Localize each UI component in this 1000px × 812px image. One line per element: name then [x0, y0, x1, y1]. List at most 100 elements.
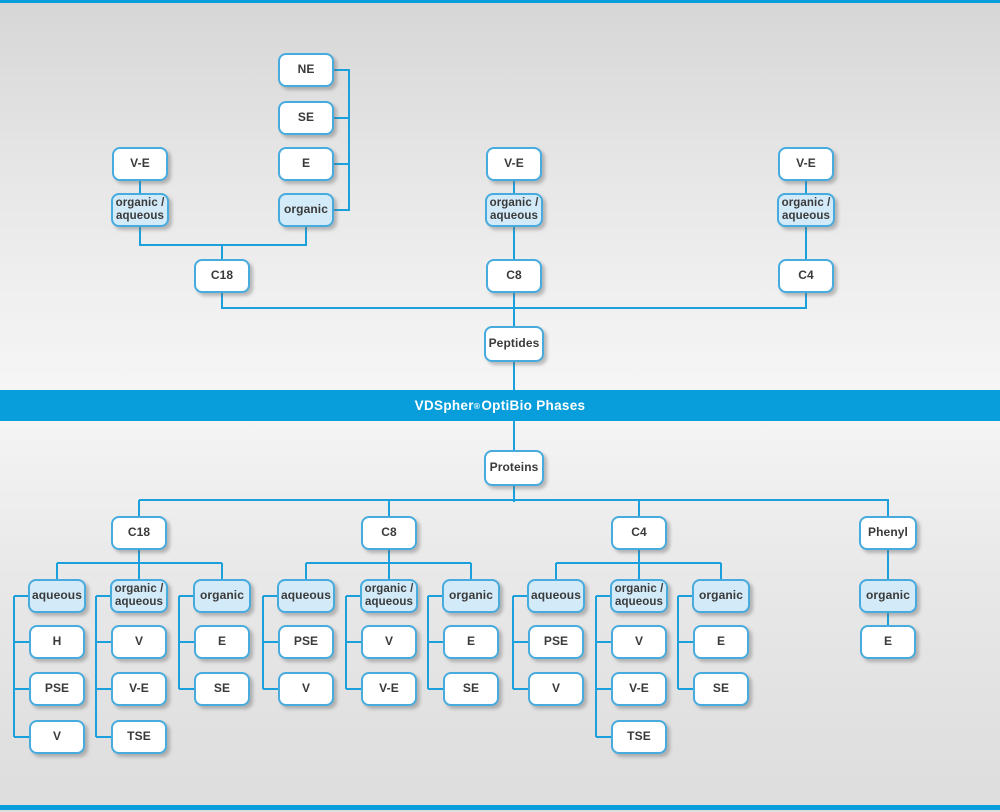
node-label-line: organic / [489, 197, 539, 210]
node-pro-c8-aq-v: V [278, 672, 334, 706]
connector-line [887, 500, 889, 643]
node-label-line: organic / [614, 583, 664, 596]
node-pro-c18-aq-v: V [29, 720, 85, 754]
connector-line [14, 736, 34, 738]
connector-line [14, 641, 34, 643]
connector-line [348, 70, 350, 210]
node-pep-c8-ve: V-E [486, 147, 542, 181]
connector-line [263, 688, 283, 690]
connector-line [346, 641, 366, 643]
node-label-line: aqueous [490, 210, 538, 222]
node-pro-c18-organic: organic [193, 579, 251, 613]
node-pro-c18-aqueous: aqueous [28, 579, 86, 613]
connector-line [95, 596, 97, 737]
connector-line [513, 688, 533, 690]
node-pro-c4-organic: organic [692, 579, 750, 613]
node-pro-c4-or-se: SE [693, 672, 749, 706]
connector-line [139, 244, 307, 246]
node-top-se: SE [278, 101, 334, 135]
connector-line [179, 688, 199, 690]
connector-line [305, 210, 307, 246]
node-pro-c4-oa-tse: TSE [611, 720, 667, 754]
node-pro-c4-or-e: E [693, 625, 749, 659]
node-pro-c8-or-e: E [443, 625, 499, 659]
node-pro-c8-aq-pse: PSE [278, 625, 334, 659]
connector-line [14, 688, 34, 690]
connector-line [556, 562, 721, 564]
node-pep-c4-ve: V-E [778, 147, 834, 181]
connector-line [428, 688, 448, 690]
node-pep-c18-ve: V-E [112, 147, 168, 181]
node-pro-c18-or-se: SE [194, 672, 250, 706]
connector-line [638, 533, 640, 597]
node-pro-c8-or-se: SE [443, 672, 499, 706]
node-proteins: Proteins [484, 450, 544, 486]
node-pro-c8-orgaq: organic /aqueous [360, 579, 418, 613]
connector-line [330, 209, 350, 211]
node-label-line: aqueous [615, 596, 663, 608]
node-top-ne: NE [278, 53, 334, 87]
banner-title: VDSpher® OptiBio Phases [0, 390, 1000, 421]
connector-line [96, 595, 116, 597]
banner-rest: OptiBio Phases [481, 398, 586, 413]
node-top-e: E [278, 147, 334, 181]
connector-line [346, 595, 366, 597]
node-label-line: aqueous [782, 210, 830, 222]
connector-line [596, 595, 616, 597]
connector-line [96, 688, 116, 690]
connector-line [805, 164, 807, 309]
node-pro-c18: C18 [111, 516, 167, 550]
node-label-line: organic / [115, 197, 165, 210]
node-top-organic: organic [278, 193, 334, 227]
node-pro-c18-or-e: E [194, 625, 250, 659]
connector-line [346, 688, 366, 690]
connector-line [96, 736, 116, 738]
connector-line [678, 641, 698, 643]
node-pro-c4-aqueous: aqueous [527, 579, 585, 613]
banner-brand: VDSpher [414, 398, 474, 413]
node-pep-c4-orgaq: organic /aqueous [777, 193, 835, 227]
connector-line [330, 69, 350, 71]
connector-line [13, 596, 15, 737]
node-pro-c18-oa-v: V [111, 625, 167, 659]
connector-line [179, 595, 199, 597]
connector-line [330, 163, 350, 165]
node-label-line: organic / [364, 583, 414, 596]
connector-line [179, 641, 199, 643]
connector-line [678, 688, 698, 690]
connector-line [138, 533, 140, 597]
node-pep-c18: C18 [194, 259, 250, 293]
node-pro-phenyl: Phenyl [859, 516, 917, 550]
connector-line [14, 595, 34, 597]
connector-line [263, 641, 283, 643]
node-pep-c18-orgaq: organic /aqueous [111, 193, 169, 227]
connector-line [678, 595, 698, 597]
node-label-line: aqueous [115, 596, 163, 608]
node-pro-c8: C8 [361, 516, 417, 550]
bottom-accent-bar [0, 805, 1000, 810]
node-pro-c8-organic: organic [442, 579, 500, 613]
node-pro-c8-aqueous: aqueous [277, 579, 335, 613]
connector-line [330, 117, 350, 119]
connector-line [306, 562, 471, 564]
node-label-line: organic / [114, 583, 164, 596]
node-label-line: organic / [781, 197, 831, 210]
node-pro-c8-oa-ve: V-E [361, 672, 417, 706]
node-pro-c18-orgaq: organic /aqueous [110, 579, 168, 613]
node-pro-c18-aq-pse: PSE [29, 672, 85, 706]
node-pro-c18-oa-ve: V-E [111, 672, 167, 706]
node-pro-c8-oa-v: V [361, 625, 417, 659]
node-pro-c4: C4 [611, 516, 667, 550]
connector-line [596, 736, 616, 738]
node-pro-c4-orgaq: organic /aqueous [610, 579, 668, 613]
node-pep-c8-orgaq: organic /aqueous [485, 193, 543, 227]
connector-line [428, 595, 448, 597]
node-pro-phenyl-e: E [860, 625, 916, 659]
connector-line [596, 688, 616, 690]
node-pro-c4-aq-v: V [528, 672, 584, 706]
node-pro-c4-oa-v: V [611, 625, 667, 659]
connector-line [596, 641, 616, 643]
node-label-line: aqueous [116, 210, 164, 222]
connector-line [513, 641, 533, 643]
